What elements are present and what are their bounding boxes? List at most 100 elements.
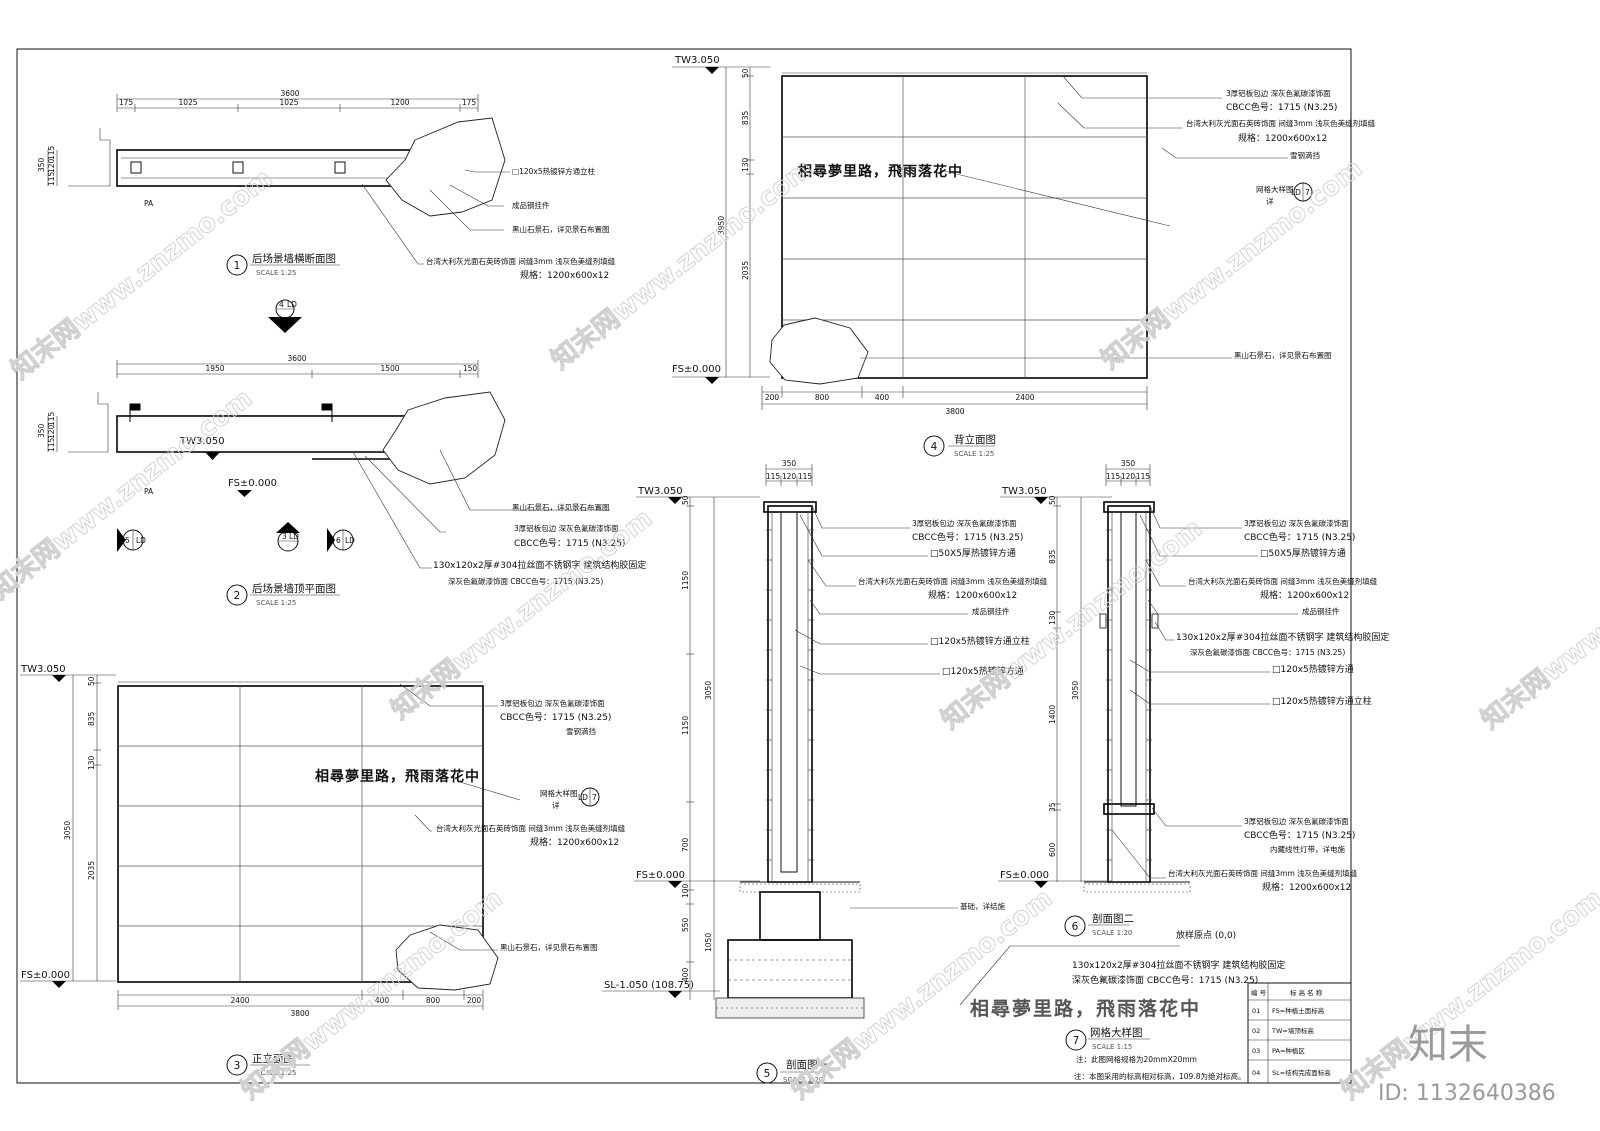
svg-text:CBCC色号：1715 (N3.25): CBCC色号：1715 (N3.25) [1244, 531, 1355, 543]
svg-text:黑山石景石，详见景石布置图: 黑山石景石，详见景石布置图 [500, 942, 598, 952]
svg-text:台湾大利灰光面石英砖饰面 间缝3mm 浅灰色美缝剂填缝: 台湾大利灰光面石英砖饰面 间缝3mm 浅灰色美缝剂填缝 [1186, 118, 1376, 128]
svg-text:CBCC色号：1715 (N3.25): CBCC色号：1715 (N3.25) [1226, 101, 1337, 113]
rock-shape [382, 391, 506, 485]
svg-text:知末网www.znzmo.com: 知末网www.znzmo.com [386, 503, 658, 725]
svg-text:3800: 3800 [945, 407, 964, 416]
svg-text:网格大样图: 网格大样图 [1090, 1026, 1143, 1039]
svg-text:□120x5热镀锌方通立柱: □120x5热镀锌方通立柱 [1272, 695, 1372, 707]
rock-shape [395, 924, 499, 991]
svg-text:2: 2 [234, 590, 241, 602]
svg-text:知末网www.znzmo.com: 知末网www.znzmo.com [236, 883, 508, 1105]
svg-text:100: 100 [681, 883, 690, 898]
svg-text:1050: 1050 [704, 933, 713, 952]
dim-v1-left: 115 [47, 145, 56, 160]
svg-text:400: 400 [875, 393, 890, 402]
svg-text:台湾大利灰光面石英砖饰面 间缝3mm 浅灰色美缝剂填缝: 台湾大利灰光面石英砖饰面 间缝3mm 浅灰色美缝剂填缝 [858, 576, 1048, 586]
dim-v1-left: 350 [37, 157, 46, 172]
svg-text:相尋夢里路，飛雨落花中: 相尋夢里路，飛雨落花中 [315, 768, 480, 785]
svg-text:FS±0.000: FS±0.000 [228, 478, 277, 489]
svg-text:放样原点 (0,0): 放样原点 (0,0) [1176, 929, 1236, 941]
view-7-grid-detail: 放样原点 (0,0) 130x120x2厚#304拉丝面不锈钢字 建筑结构胶固定… [959, 929, 1285, 1081]
svg-text:120: 120 [47, 424, 56, 439]
svg-text:3厚铝板包边 深灰色氟碳漆饰面: 3厚铝板包边 深灰色氟碳漆饰面 [500, 698, 605, 708]
dim-v1-seg: 1200 [390, 98, 409, 107]
svg-text:3厚铝板包边 深灰色氟碳漆饰面: 3厚铝板包边 深灰色氟碳漆饰面 [912, 518, 1017, 528]
svg-text:3厚铝板包边 深灰色氟碳漆饰面: 3厚铝板包边 深灰色氟碳漆饰面 [1244, 518, 1349, 528]
svg-text:2035: 2035 [741, 261, 750, 280]
svg-text:SCALE 1:20: SCALE 1:20 [783, 1076, 823, 1084]
svg-text:4: 4 [279, 300, 284, 309]
legend-row-no: 01 [1252, 1007, 1260, 1015]
svg-text:FS±0.000: FS±0.000 [672, 364, 721, 375]
svg-text:内藏线性灯带，详电施: 内藏线性灯带，详电施 [1270, 844, 1345, 854]
sheet-border [16, 48, 1352, 1084]
svg-text:知末网www.znzmo.com: 知末网www.znzmo.com [936, 513, 1208, 735]
svg-text:台湾大利灰光面石英砖饰面 间缝3mm 浅灰色美缝剂填缝: 台湾大利灰光面石英砖饰面 间缝3mm 浅灰色美缝剂填缝 [436, 823, 626, 833]
svg-text:PA: PA [144, 487, 154, 496]
svg-text:50: 50 [681, 495, 690, 505]
svg-text:130x120x2厚#304拉丝面不锈钢字 建筑结构胶固定: 130x120x2厚#304拉丝面不锈钢字 建筑结构胶固定 [433, 559, 646, 571]
section-marker-6: 6 LD [327, 528, 355, 552]
svg-text:50: 50 [741, 68, 750, 78]
svg-text:网格大样图: 网格大样图 [1256, 184, 1294, 194]
svg-text:1950: 1950 [205, 364, 224, 373]
dim-v1-seg: 175 [119, 98, 134, 107]
svg-text:3厚铝板包边 深灰色氟碳漆饰面: 3厚铝板包边 深灰色氟碳漆饰面 [1226, 88, 1331, 98]
svg-text:雪钢滴挡: 雪钢滴挡 [566, 726, 596, 736]
svg-text:注：此图网格规格为20mmX20mm: 注：此图网格规格为20mmX20mm [1076, 1054, 1197, 1064]
svg-text:115: 115 [798, 472, 813, 481]
svg-text:130: 130 [741, 157, 750, 172]
svg-text:6: 6 [336, 536, 341, 545]
svg-text:1150: 1150 [681, 716, 690, 735]
svg-text:3950: 3950 [717, 216, 726, 235]
svg-text:2400: 2400 [230, 996, 249, 1005]
svg-text:规格：1200x600x12: 规格：1200x600x12 [928, 589, 1017, 601]
svg-text:5: 5 [125, 536, 130, 545]
svg-text:规格：1200x600x12: 规格：1200x600x12 [1260, 589, 1349, 601]
svg-text:115: 115 [47, 411, 56, 426]
dim-v1-total: 3600 [280, 89, 299, 98]
svg-text:7: 7 [1305, 188, 1310, 197]
svg-text:成品钢挂件: 成品钢挂件 [1302, 606, 1340, 616]
svg-text:115: 115 [1136, 472, 1151, 481]
label-tile-size: 规格：1200x600x12 [520, 269, 609, 281]
svg-text:背立面图: 背立面图 [954, 433, 996, 446]
svg-text:FS±0.000: FS±0.000 [636, 870, 685, 881]
legend-row-no: 04 [1252, 1069, 1260, 1077]
svg-text:SCALE 1:20: SCALE 1:20 [1092, 929, 1132, 937]
svg-text:CBCC色号：1715 (N3.25): CBCC色号：1715 (N3.25) [500, 711, 611, 723]
view-scale: SCALE 1:25 [256, 269, 296, 277]
svg-text:□50X5厚热镀锌方通: □50X5厚热镀锌方通 [1260, 547, 1346, 559]
svg-text:2400: 2400 [1015, 393, 1034, 402]
svg-text:深灰色氟碳漆饰面 CBCC色号：1715 (N3.25): 深灰色氟碳漆饰面 CBCC色号：1715 (N3.25) [1072, 974, 1258, 986]
legend-table: 编 号 标 高 名 称 01 FS=种植土面标高 02 TW=墙顶标高 03 P… [1247, 982, 1352, 1084]
section-marker-5: 5 LD [117, 528, 146, 552]
svg-text:3050: 3050 [63, 821, 72, 840]
svg-text:台湾大利灰光面石英砖饰面 间缝3mm 浅灰色美缝剂填缝: 台湾大利灰光面石英砖饰面 间缝3mm 浅灰色美缝剂填缝 [1168, 868, 1358, 878]
svg-text:FS±0.000: FS±0.000 [21, 970, 70, 981]
svg-text:3: 3 [234, 1060, 241, 1072]
svg-text:规格：1200x600x12: 规格：1200x600x12 [1238, 132, 1327, 144]
svg-text:400: 400 [375, 996, 390, 1005]
svg-text:600: 600 [1048, 842, 1057, 857]
svg-text:835: 835 [741, 110, 750, 125]
svg-text:规格：1200x600x12: 规格：1200x600x12 [1262, 881, 1351, 893]
dim-v1-seg: 175 [462, 98, 477, 107]
svg-text:深灰色氟碳漆饰面 CBCC色号：1715 (N3.25): 深灰色氟碳漆饰面 CBCC色号：1715 (N3.25) [448, 576, 603, 586]
svg-text:LD: LD [287, 300, 297, 309]
legend-row-name: SL=结构完成面标高 [1272, 1068, 1331, 1077]
svg-text:TW3.050: TW3.050 [20, 664, 66, 675]
rock-shape [769, 317, 869, 385]
svg-text:规格：1200x600x12: 规格：1200x600x12 [530, 836, 619, 848]
svg-text:TW3.050: TW3.050 [637, 486, 683, 497]
label-post: □120x5热镀锌方通立柱 [512, 166, 596, 176]
svg-text:1400: 1400 [1048, 705, 1057, 724]
view-6-section-two: TW3.050 FS±0.000 350 115 120 115 50 835 … [998, 459, 1389, 937]
svg-text:7: 7 [1073, 1035, 1080, 1047]
svg-text:130x120x2厚#304拉丝面不锈钢字 建筑结构胶固定: 130x120x2厚#304拉丝面不锈钢字 建筑结构胶固定 [1072, 959, 1285, 971]
svg-text:LD: LD [136, 536, 146, 545]
section-marker-4: 4 LD [268, 299, 302, 333]
svg-text:SCALE 1:25: SCALE 1:25 [256, 1069, 296, 1077]
svg-text:115: 115 [1106, 472, 1121, 481]
svg-text:800: 800 [815, 393, 830, 402]
